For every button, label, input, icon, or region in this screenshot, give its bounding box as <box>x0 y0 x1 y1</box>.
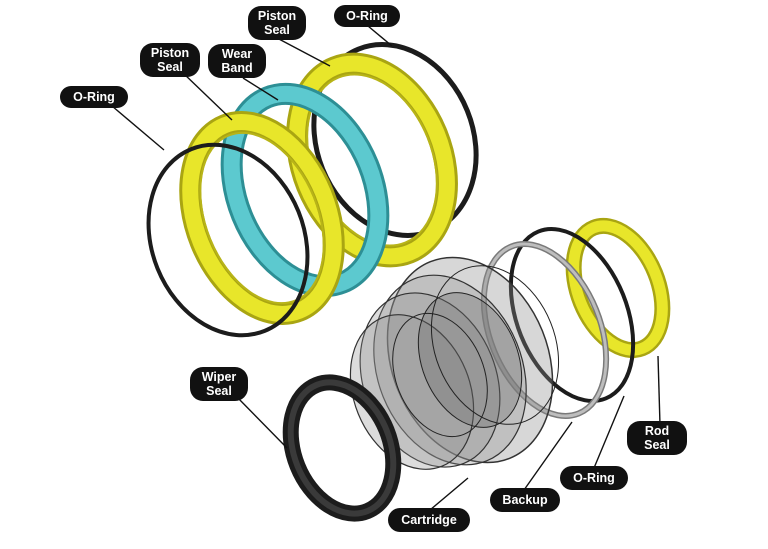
leader-oring-bottom <box>593 395 625 469</box>
callout-rod-seal: Rod Seal <box>627 421 687 455</box>
leader-oring-top <box>367 25 393 47</box>
backup-ring-part <box>480 241 610 419</box>
callout-label: O-Ring <box>73 90 115 104</box>
callout-oring-bottom: O-Ring <box>560 466 628 490</box>
callout-label: O-Ring <box>346 9 388 23</box>
leader-wear-band <box>242 77 279 101</box>
callout-label: Piston <box>258 9 296 23</box>
leader-piston-seal-left <box>181 71 233 121</box>
leader-piston-seal-top <box>276 37 331 67</box>
leader-oring-left <box>111 105 165 151</box>
oring-rod-part <box>508 227 636 403</box>
callout-backup: Backup <box>490 488 560 512</box>
callout-label: O-Ring <box>573 471 615 485</box>
callout-piston-seal-top: Piston Seal <box>248 6 306 40</box>
piston-seal-back-part <box>286 52 458 268</box>
callout-label: Wiper <box>202 370 237 384</box>
callout-wear-band: Wear Band <box>208 44 266 78</box>
callout-cartridge: Cartridge <box>388 508 470 532</box>
callout-label: Rod <box>645 424 669 438</box>
callout-wiper-seal: Wiper Seal <box>190 367 248 401</box>
leader-rod-seal <box>657 355 661 426</box>
callout-label: Seal <box>206 384 232 398</box>
oring-front-part <box>146 142 310 338</box>
callout-oring-top: O-Ring <box>334 5 400 27</box>
wear-band-part <box>220 82 390 298</box>
callout-label: Seal <box>264 23 290 37</box>
leader-wiper-seal <box>234 394 288 449</box>
callout-label: Piston <box>151 46 189 60</box>
callout-label: Backup <box>502 493 548 507</box>
callout-label: Seal <box>157 60 183 74</box>
callout-label: Band <box>221 61 252 75</box>
wiper-seal-part <box>282 374 402 522</box>
callout-piston-seal-left: Piston Seal <box>140 43 200 77</box>
callout-label: Wear <box>222 47 252 61</box>
leader-cartridge <box>429 477 469 511</box>
callout-label: Seal <box>644 438 670 452</box>
piston-seal-front-part <box>179 111 345 325</box>
rod-seal-part <box>565 217 671 359</box>
leader-backup <box>523 421 573 491</box>
callout-label: Cartridge <box>401 513 457 527</box>
callout-oring-left: O-Ring <box>60 86 128 108</box>
